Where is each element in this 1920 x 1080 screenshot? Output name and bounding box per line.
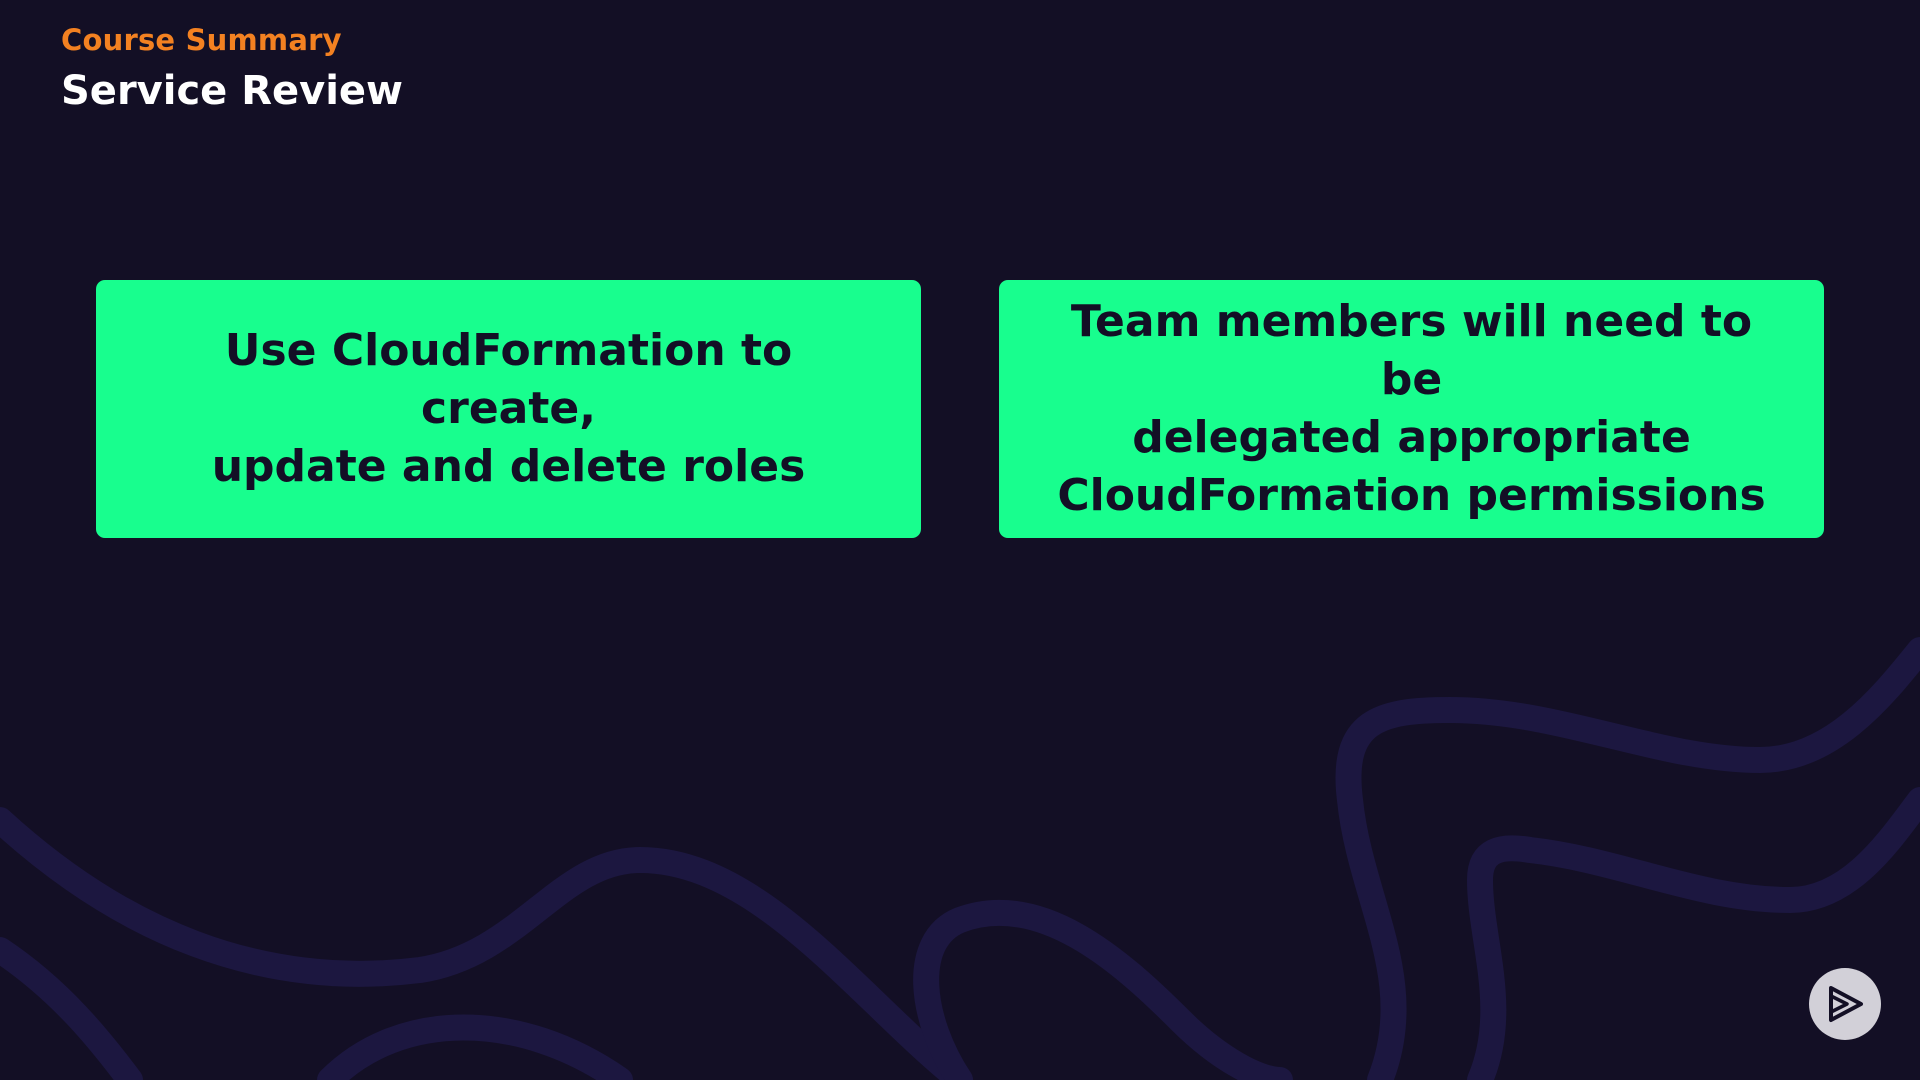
card-text: Team members will need to be delegated a… [1057, 296, 1766, 521]
card-text: Use CloudFormation to create, update and… [211, 325, 806, 492]
summary-card-delegated-permissions: Team members will need to be delegated a… [999, 280, 1824, 538]
summary-card-cloudformation-roles: Use CloudFormation to create, update and… [96, 280, 921, 538]
page-title: Service Review [61, 68, 404, 114]
header: Course Summary Service Review [61, 22, 403, 116]
play-logo-icon [1809, 968, 1881, 1040]
section-subtitle: Course Summary [61, 23, 342, 57]
